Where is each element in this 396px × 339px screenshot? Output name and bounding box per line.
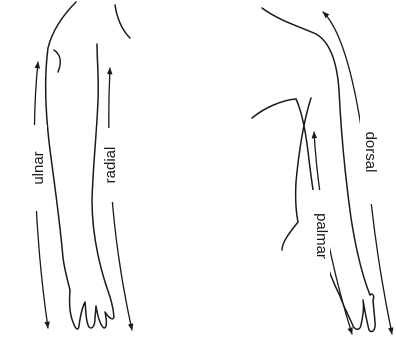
radial-label: radial — [102, 147, 119, 184]
dorsal-label: dorsal — [362, 132, 379, 173]
palmar-label: palmar — [313, 213, 330, 259]
side-arm-axilla-line — [282, 222, 298, 250]
front-arm-neck-outline — [115, 5, 130, 38]
front-arm-shoulder-outline — [46, 2, 76, 290]
ulnar-label: ulnar — [30, 151, 47, 184]
side-arm — [252, 8, 375, 332]
side-arm-chest-outline — [252, 99, 296, 118]
front-arm-axilla-line — [54, 50, 60, 72]
front-hand-outline — [70, 285, 114, 329]
